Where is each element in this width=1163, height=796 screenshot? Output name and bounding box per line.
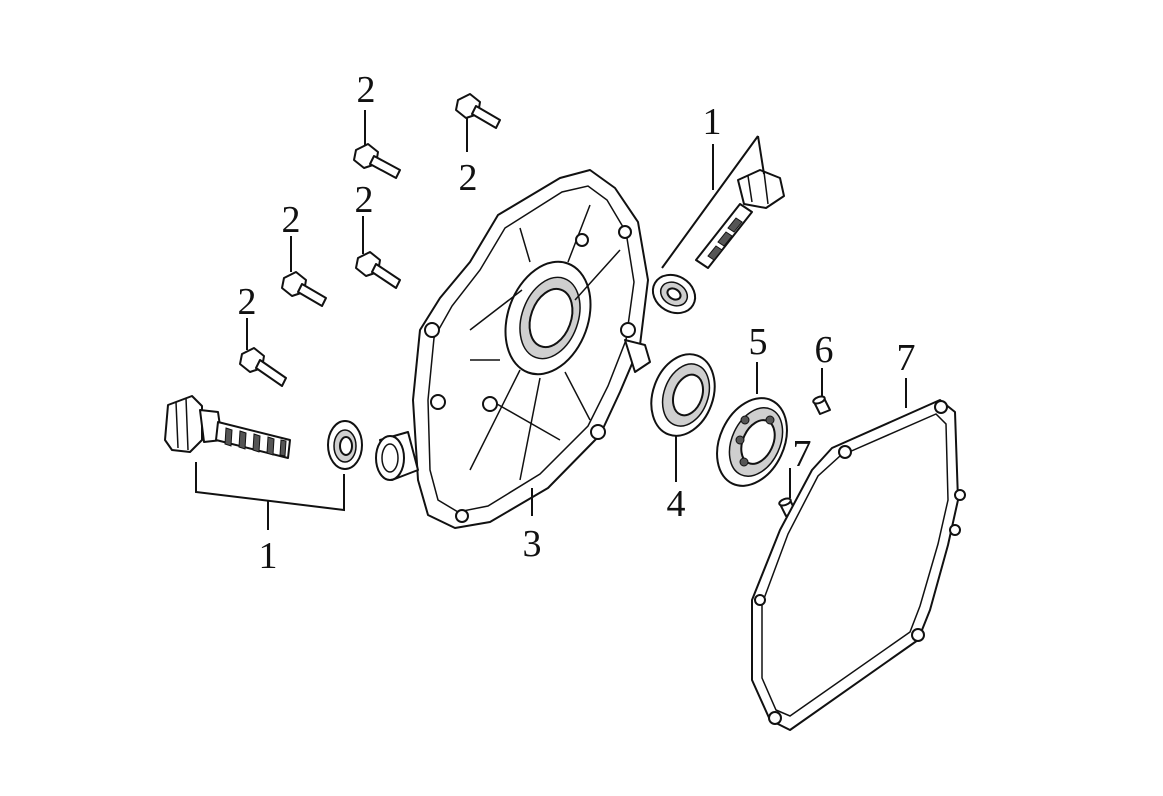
leader-lines [195, 110, 907, 530]
crankcase-cover [375, 169, 651, 529]
o-ring-seal-right [651, 273, 697, 315]
callout-2-c: 2 [355, 179, 374, 221]
callout-5: 5 [749, 321, 768, 363]
callout-1-left: 1 [259, 535, 278, 577]
callouts: 1 1 2 2 2 2 2 3 4 5 6 7 7 [238, 69, 916, 577]
callout-3: 3 [523, 523, 542, 565]
flange-bolts [239, 93, 501, 387]
dowel-pin-upper [812, 395, 831, 415]
leader-1-left [195, 462, 345, 530]
callout-4: 4 [667, 483, 686, 525]
ball-bearing [716, 397, 788, 487]
callout-1-right: 1 [703, 101, 722, 143]
callout-2-d: 2 [282, 199, 301, 241]
bolt-e [239, 347, 287, 387]
bolt-c [355, 251, 401, 289]
cover-gasket [751, 399, 966, 731]
bolt-b [455, 93, 501, 129]
callout-2-b: 2 [459, 157, 478, 199]
leader-1-right [661, 135, 765, 269]
callout-2-a: 2 [357, 69, 376, 111]
oil-filler-plug-left [164, 395, 291, 459]
oil-filler-plug-right [695, 169, 785, 269]
bolt-d [281, 271, 327, 307]
callout-2-e: 2 [238, 281, 257, 323]
callout-6: 6 [815, 329, 834, 371]
callout-7: 7 [897, 337, 916, 379]
bolt-a [353, 143, 401, 179]
callout-7-lower: 7 [793, 433, 812, 475]
o-ring-seal-left [327, 420, 363, 470]
oil-seal [650, 353, 716, 437]
